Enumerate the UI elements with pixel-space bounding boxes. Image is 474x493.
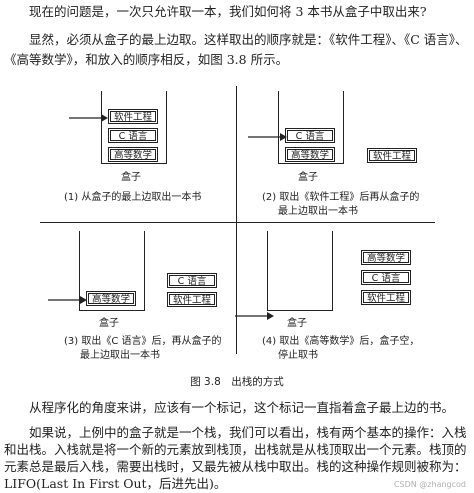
book-c-q2: C 语言: [285, 128, 335, 143]
caption-q4-line1: (4) 取出《高等数学》后，盒子空，: [262, 336, 420, 347]
caption-q4-line2: 停止取书: [278, 350, 318, 361]
pointer-arrow-q4: [235, 312, 274, 320]
box-q3: [79, 231, 145, 311]
box-q1: [101, 91, 167, 164]
figure-title: 图 3.8 出栈的方式: [190, 376, 284, 388]
paragraph-marker: 从程序化的角度来讲，应该有一个标记，这个标记一直指着盒子最上边的书。: [29, 400, 455, 415]
caption-q3-line2: 最上边取出一本书: [80, 350, 160, 361]
book-math-q3: 高等数学: [86, 291, 136, 306]
pointer-arrow-q1: [69, 114, 108, 122]
book-software-q1: 软件工程: [108, 109, 158, 124]
paragraph-question: 现在的问题是，一次只允许取一本，我们如何将 3 本书从盒子中取出来?: [29, 4, 427, 19]
paragraph-stack-definition: 如果说，上例中的盒子就是一个栈，我们可以看出，栈有两个基本的操作：入栈和出栈。入…: [4, 425, 467, 491]
pointer-arrow-q2: [248, 133, 287, 141]
watermark: CSDN @zhangcod: [393, 480, 466, 489]
caption-q2-line2: 最上边取出一本书: [278, 206, 358, 217]
book-c-removed-q3: C 语言: [167, 273, 217, 288]
box-q4-empty: [267, 231, 333, 311]
book-c-q1: C 语言: [108, 128, 158, 143]
box-label-q1: 盒子: [121, 172, 141, 183]
book-software-removed-q4: 软件工程: [361, 290, 411, 305]
quadrant-divider-horizontal: [40, 222, 435, 223]
pointer-arrow-q3: [48, 296, 87, 304]
box-label-q2: 盒子: [298, 172, 318, 183]
box-label-q3: 盒子: [99, 318, 119, 329]
book-software-removed-q2: 软件工程: [367, 148, 417, 163]
book-math-q2: 高等数学: [285, 147, 335, 162]
caption-q3-line1: (3) 取出《C 语言》后，再从盒子的: [64, 336, 222, 347]
book-math-q1: 高等数学: [108, 147, 158, 162]
box-label-q4: 盒子: [287, 318, 307, 329]
quadrant-divider-vertical: [236, 86, 237, 354]
book-software-removed-q3: 软件工程: [167, 292, 217, 307]
figure-3-8: 软件工程 C 语言 高等数学 盒子 (1) 从盒子的最上边取出一本书 C 语言 …: [0, 86, 474, 388]
paragraph-order: 显然，必须从盒子的最上边取。这样取出的顺序就是：《软件工程》、《C 语言》、《高…: [4, 32, 468, 67]
caption-q2-line1: (2) 取出《软件工程》后再从盒子的: [262, 192, 420, 203]
box-q2: [278, 91, 344, 164]
caption-q1: (1) 从盒子的最上边取出一本书: [64, 192, 202, 203]
book-math-removed-q4: 高等数学: [361, 250, 411, 265]
book-c-removed-q4: C 语言: [361, 270, 411, 285]
